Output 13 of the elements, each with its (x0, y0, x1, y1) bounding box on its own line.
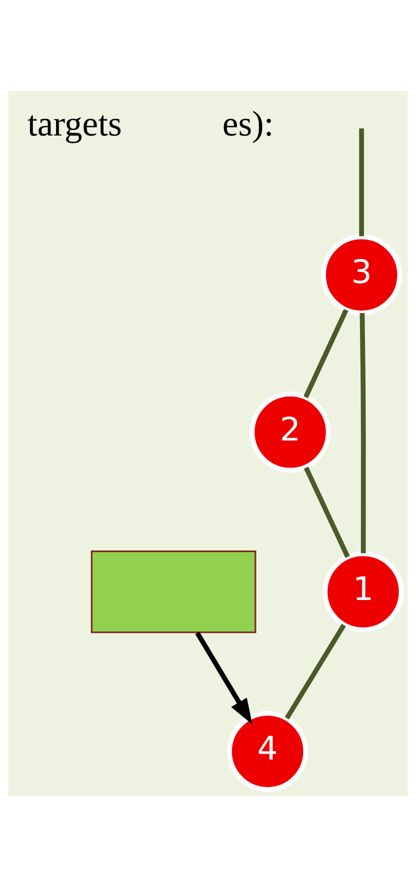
node-box (90, 550, 256, 633)
connector (359, 128, 364, 236)
node-circle: 3 (321, 234, 402, 315)
node-circle: 4 (227, 710, 308, 792)
label: es): (222, 103, 274, 144)
label: targets (28, 103, 122, 144)
arrow (195, 631, 252, 724)
node-circle: 2 (250, 391, 331, 472)
connector (360, 312, 366, 553)
connector (303, 308, 348, 398)
connector (284, 623, 346, 719)
connector (304, 466, 350, 558)
node-circle: 1 (322, 550, 404, 632)
